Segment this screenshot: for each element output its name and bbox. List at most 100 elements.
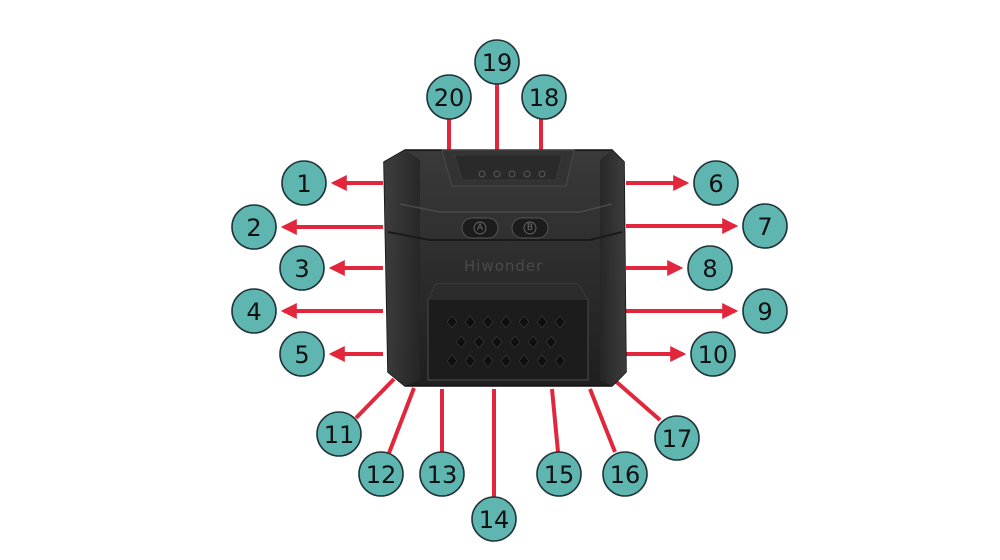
callout-17: 17	[654, 415, 700, 461]
callout-1: 1	[281, 160, 327, 206]
connector-pin-hole	[509, 335, 521, 349]
callout-circle	[471, 496, 517, 542]
callout-20: 20	[426, 74, 472, 120]
top-led-panel-inner	[454, 154, 563, 181]
callout-circle	[521, 74, 567, 120]
callout-number: 17	[662, 425, 693, 453]
callout-11: 11	[316, 411, 362, 457]
callout-circle	[231, 204, 277, 250]
connector-pin-hole	[464, 354, 476, 368]
callout-3: 3	[279, 245, 325, 291]
connector-pin-hole	[455, 335, 467, 349]
brand-logo-text: Hiwonder	[464, 257, 543, 275]
callout-circle	[231, 288, 277, 334]
connector-pin-hole	[545, 335, 557, 349]
callout-circle	[654, 415, 700, 461]
callout-number: 8	[702, 255, 717, 283]
callout-circle	[358, 451, 404, 497]
callout-number: 3	[294, 255, 309, 283]
led-indicator	[478, 170, 486, 178]
connector-pins	[446, 315, 566, 368]
controller-device: A B Hiwonder	[383, 149, 627, 387]
button-a-label: A	[477, 223, 484, 233]
callout-circle	[281, 160, 327, 206]
callout-circle	[279, 245, 325, 291]
callout-number: 15	[544, 461, 575, 489]
callout-number: 10	[698, 341, 729, 369]
callout-15: 15	[536, 451, 582, 497]
callout-9: 9	[742, 288, 788, 334]
callout-6: 6	[693, 160, 739, 206]
connector-housing-top	[428, 284, 588, 300]
connector-pin-hole	[500, 315, 512, 329]
led-indicator	[538, 170, 546, 178]
connector-pin-hole	[464, 315, 476, 329]
callout-5: 5	[279, 331, 325, 377]
leader-line-15	[550, 388, 560, 453]
button-b-label: B	[527, 223, 533, 233]
connector-pin-hole	[482, 315, 494, 329]
connector-pin-hole	[518, 315, 530, 329]
callout-4: 4	[231, 288, 277, 334]
callout-number: 5	[294, 341, 309, 369]
callout-12: 12	[358, 451, 404, 497]
callout-circle	[693, 160, 739, 206]
device-right-bevel	[600, 150, 626, 386]
connector-pin-hole	[554, 315, 566, 329]
led-indicator	[493, 170, 501, 178]
leader-lines	[280, 84, 739, 497]
callout-19: 19	[474, 39, 520, 85]
connector-pin-hole	[482, 354, 494, 368]
callout-number: 18	[529, 84, 560, 112]
leader-line-17	[610, 376, 662, 422]
device-left-bevel	[384, 150, 420, 386]
callout-number: 20	[434, 84, 465, 112]
button-a: A	[461, 217, 499, 239]
connector-pin-hole	[500, 354, 512, 368]
callout-10: 10	[690, 331, 736, 377]
connector-pin-hole	[491, 335, 503, 349]
callout-number: 11	[324, 421, 355, 449]
callout-circle	[536, 451, 582, 497]
connector-pin-hole	[527, 335, 539, 349]
callout-circle	[316, 411, 362, 457]
callout-18: 18	[521, 74, 567, 120]
callout-number: 9	[757, 298, 772, 326]
callout-number: 1	[296, 170, 311, 198]
callout-circle	[687, 245, 733, 291]
callout-circle	[602, 451, 648, 497]
button-b: B	[511, 217, 549, 239]
callout-8: 8	[687, 245, 733, 291]
connector-pin-hole	[536, 315, 548, 329]
connector-pin-hole	[554, 354, 566, 368]
callout-circle	[742, 288, 788, 334]
callout-circle	[279, 331, 325, 377]
callout-circle	[690, 331, 736, 377]
callout-number: 7	[757, 213, 772, 241]
leader-line-12	[387, 387, 416, 454]
callout-13: 13	[419, 451, 465, 497]
connector-pin-hole	[446, 354, 458, 368]
callout-14: 14	[471, 496, 517, 542]
callout-circle	[742, 203, 788, 249]
connector-pin-hole	[446, 315, 458, 329]
callout-16: 16	[602, 451, 648, 497]
callout-number: 4	[246, 298, 261, 326]
connector-pin-hole	[536, 354, 548, 368]
callout-2: 2	[231, 204, 277, 250]
led-indicator	[508, 170, 516, 178]
connector-pin-hole	[473, 335, 485, 349]
callout-number: 19	[482, 49, 513, 77]
callout-circle	[426, 74, 472, 120]
callout-7: 7	[742, 203, 788, 249]
callout-number: 16	[610, 461, 641, 489]
leader-line-11	[354, 377, 396, 420]
callout-number: 13	[427, 461, 458, 489]
leader-line-16	[588, 388, 617, 453]
led-indicator	[523, 170, 531, 178]
led-indicators	[478, 170, 546, 178]
callout-number: 14	[479, 506, 510, 534]
callout-number: 2	[246, 214, 261, 242]
